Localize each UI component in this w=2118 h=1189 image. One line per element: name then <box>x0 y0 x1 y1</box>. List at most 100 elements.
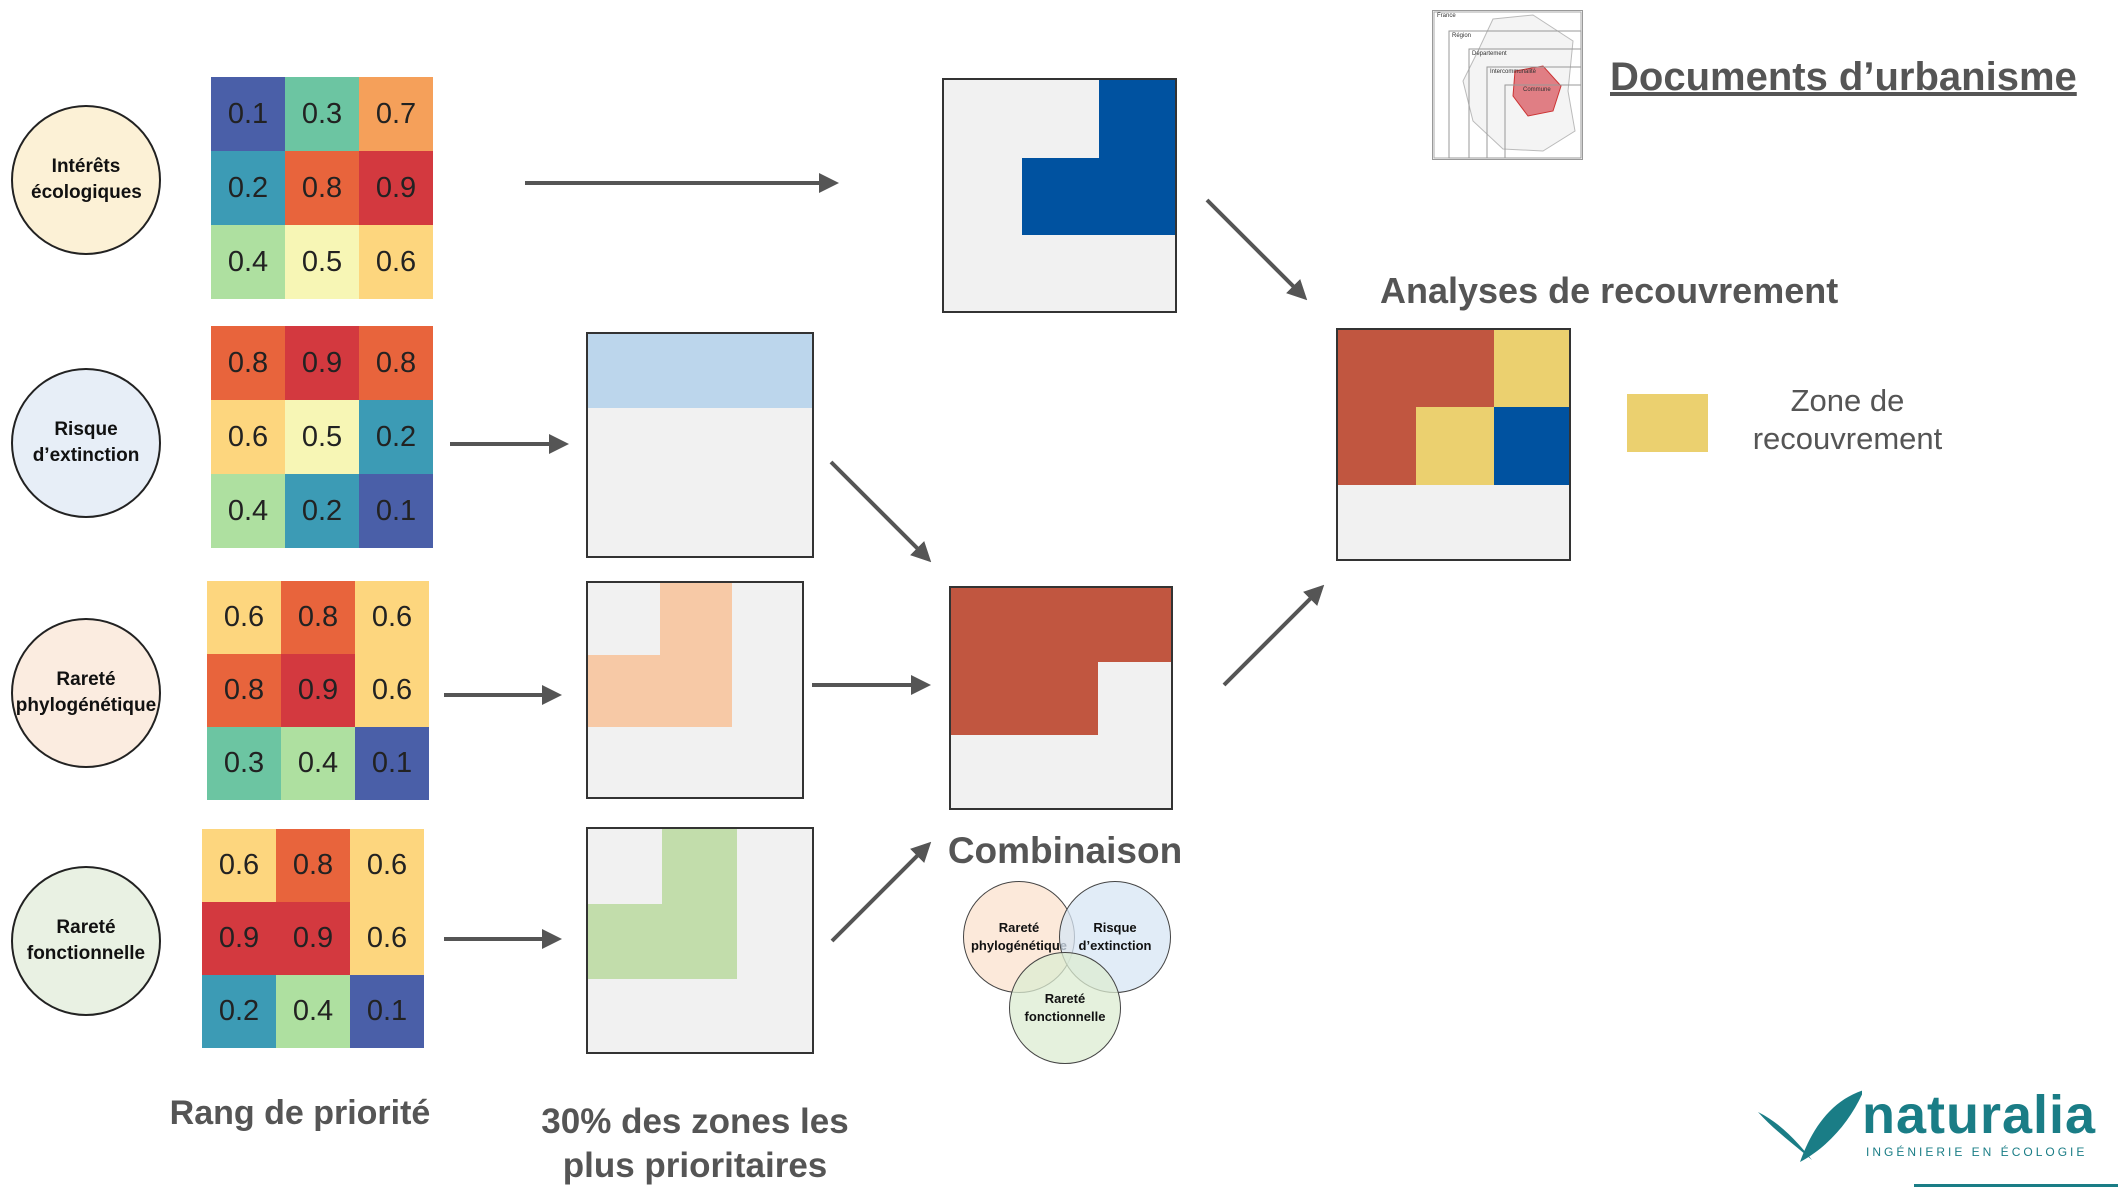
grid-cell: 0.5 <box>285 400 359 474</box>
interets-result-box <box>942 78 1177 313</box>
grid-cell: 0.8 <box>211 326 285 400</box>
top30-fill <box>660 583 732 655</box>
venn-label: Rareté <box>1044 991 1086 1006</box>
analyses-label: Analyses de recouvrement <box>1380 270 1839 311</box>
result-fill <box>951 662 1098 735</box>
documents-label: Documents d’urbanisme <box>1610 55 2077 99</box>
grid-cell: 0.6 <box>359 225 433 299</box>
grid-cell: 0.6 <box>350 902 424 975</box>
grid-cell: 0.2 <box>285 474 359 548</box>
zones-label-line: plus prioritaires <box>562 1146 828 1185</box>
top30-fill <box>588 904 737 979</box>
map-label: France <box>1437 13 1456 19</box>
grid-cell: 0.1 <box>355 727 429 800</box>
result-fill <box>951 588 1171 662</box>
grid-cell: 0.4 <box>276 975 350 1048</box>
venn-label: Rareté <box>998 920 1040 935</box>
result-fill <box>1099 80 1175 158</box>
legend-label: Zone de recouvrement <box>1720 382 1975 458</box>
map-thumbnail: France Région Département Intercommunali… <box>1432 10 1583 160</box>
top30-fill <box>588 334 812 408</box>
top30-fill <box>588 655 732 727</box>
grid-cell: 0.4 <box>211 474 285 548</box>
arrow <box>1205 198 1308 301</box>
legend-swatch <box>1627 394 1708 452</box>
venn-label: phylogénétique <box>970 938 1068 953</box>
grid-cell: 0.5 <box>285 225 359 299</box>
result-fill <box>1022 158 1175 235</box>
grid-cell: 0.8 <box>207 654 281 727</box>
logo-underline <box>1914 1184 2118 1187</box>
grid-cell: 0.6 <box>211 400 285 474</box>
naturalia-logo: naturalia INGÉNIERIE EN ÉCOLOGIE <box>1752 1085 2118 1189</box>
grid-cell: 0.7 <box>359 77 433 151</box>
grid-cell: 0.2 <box>211 151 285 225</box>
criterion-circle-fonctionnelle: Rareté fonctionnelle <box>11 866 161 1016</box>
france-map-icon <box>1433 11 1582 159</box>
grid-cell: 0.6 <box>202 829 276 902</box>
criterion-circle-phylo: Rareté phylogénétique <box>11 618 161 768</box>
grid-cell: 0.9 <box>202 902 276 975</box>
grid-cell: 0.8 <box>285 151 359 225</box>
grid-cell: 0.3 <box>285 77 359 151</box>
criterion-circle-risque: Risque d’extinction <box>11 368 161 518</box>
grid-cell: 0.6 <box>350 829 424 902</box>
logo-tagline: INGÉNIERIE EN ÉCOLOGIE <box>1866 1145 2088 1159</box>
grid-cell: 0.8 <box>281 581 355 654</box>
logo-name: naturalia <box>1862 1085 2097 1145</box>
grid-cell: 0.8 <box>276 829 350 902</box>
result-fill <box>1494 407 1569 485</box>
venn-label: fonctionnelle <box>1024 1009 1106 1024</box>
rang-label: Rang de priorité <box>169 1094 431 1132</box>
grid-cell: 0.8 <box>359 326 433 400</box>
venn-circle-fonctionnelle: Rareté fonctionnelle <box>1009 952 1121 1064</box>
legend-label-line: Zone de <box>1790 383 1905 418</box>
grid-cell: 0.6 <box>355 654 429 727</box>
leaf-icon <box>1758 1090 1862 1162</box>
grid-cell: 0.6 <box>207 581 281 654</box>
grid-cell: 0.9 <box>359 151 433 225</box>
grid-cell: 0.6 <box>355 581 429 654</box>
grid-cell: 0.1 <box>359 474 433 548</box>
grid-cell: 0.4 <box>281 727 355 800</box>
map-label: Département <box>1472 51 1507 57</box>
criterion-label: Intérêts écologiques <box>31 156 142 203</box>
grid-cell: 0.9 <box>281 654 355 727</box>
map-label: Intercommunalité <box>1490 69 1537 75</box>
grid-cell: 0.1 <box>350 975 424 1048</box>
grid-cell: 0.4 <box>211 225 285 299</box>
zones-label-line: 30% des zones les <box>541 1102 849 1141</box>
arrow <box>1222 584 1325 687</box>
grid-cell: 0.2 <box>202 975 276 1048</box>
result-fill <box>1416 407 1494 485</box>
venn-label: d’extinction <box>1078 938 1152 953</box>
grid-cell: 0.3 <box>207 727 281 800</box>
top30-box-phylo <box>586 581 804 799</box>
venn-label: Risque <box>1093 920 1137 935</box>
grid-cell: 0.9 <box>285 326 359 400</box>
grid-cell: 0.1 <box>211 77 285 151</box>
criterion-circle-interets: Intérêts écologiques <box>11 105 161 255</box>
top30-box-fonctionnelle <box>586 827 814 1054</box>
criterion-label: Rareté phylogénétique <box>15 669 157 716</box>
criterion-label: Risque d’extinction <box>32 419 140 466</box>
recouvrement-result-box <box>1336 328 1571 561</box>
top30-box-risque <box>586 332 814 558</box>
arrow <box>829 460 932 563</box>
grid-cell: 0.2 <box>359 400 433 474</box>
map-label: Commune <box>1523 87 1551 93</box>
map-label: Région <box>1452 33 1472 39</box>
combinaison-result-box <box>949 586 1173 810</box>
arrow <box>830 841 932 943</box>
top30-fill <box>662 829 737 904</box>
grid-cell: 0.9 <box>276 902 350 975</box>
zones-label: 30% des zones les plus prioritaires <box>520 1100 870 1188</box>
result-fill <box>1494 330 1569 407</box>
criterion-label: Rareté fonctionnelle <box>26 917 146 964</box>
legend-label-line: recouvrement <box>1752 421 1943 456</box>
